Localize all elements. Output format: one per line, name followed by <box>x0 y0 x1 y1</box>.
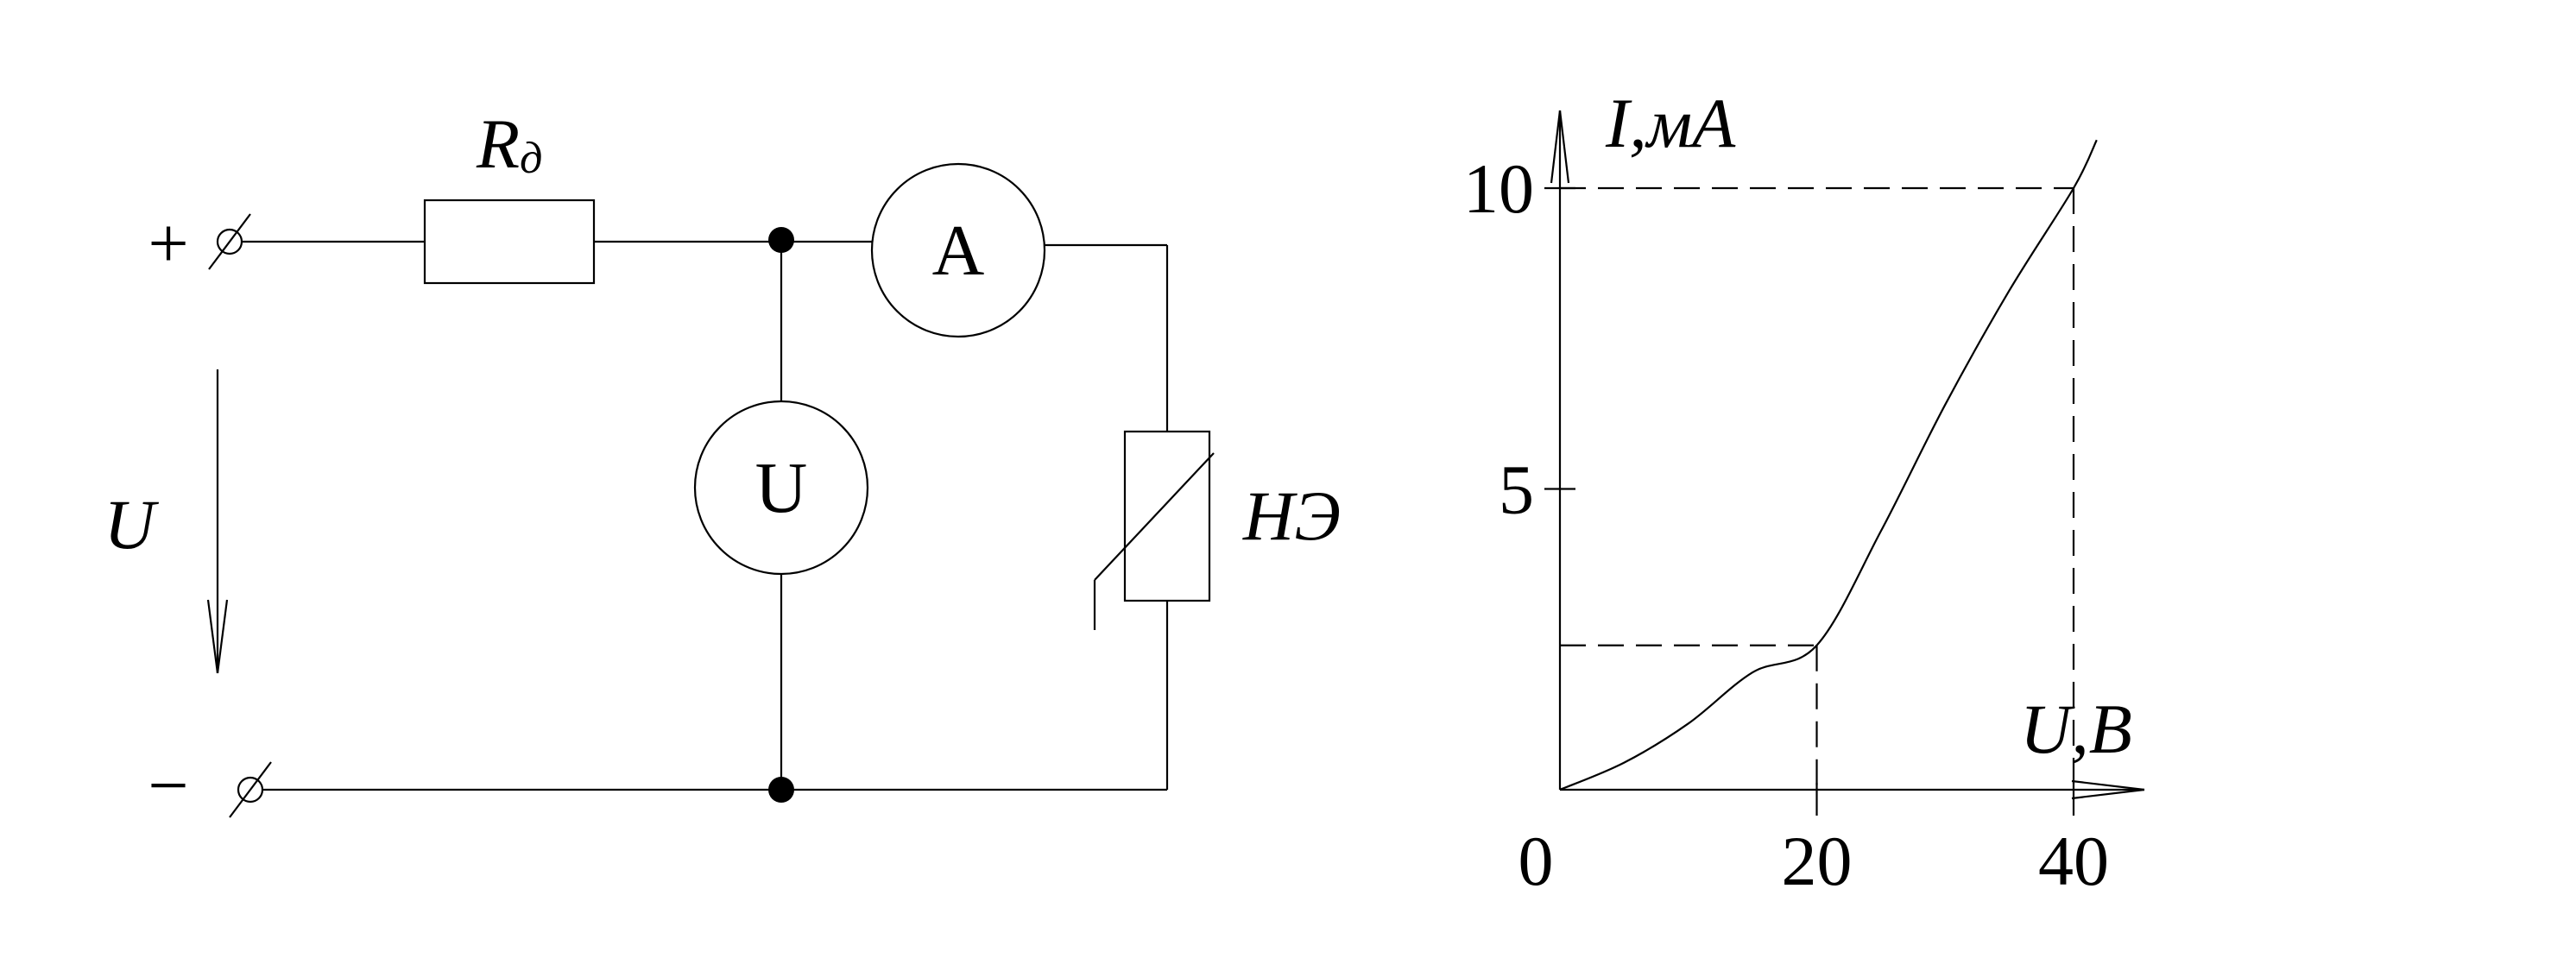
resistor <box>423 199 596 285</box>
ammeter-label: A <box>932 211 985 291</box>
resistor-label: Rд <box>476 104 542 183</box>
minus-sign: − <box>148 746 188 826</box>
voltage-arrow <box>206 369 229 674</box>
nonlinear-element <box>1123 430 1211 602</box>
top-wire <box>242 240 1167 247</box>
junction-dot-top <box>768 227 794 253</box>
x-axis <box>1560 779 2145 800</box>
x-tick-label: 40 <box>2038 822 2109 900</box>
iv-curve <box>1559 139 2098 791</box>
x-tick-label: 0 <box>1518 822 1554 900</box>
x-tick-label: 20 <box>1782 822 1853 900</box>
nonlinear-element-label: НЭ <box>1242 476 1341 555</box>
voltmeter-label: U <box>755 448 808 528</box>
plus-sign: + <box>148 204 188 284</box>
iv-chart: I,мА U,В 5 10 0 20 40 <box>1463 84 2145 900</box>
ammeter <box>870 162 1046 338</box>
y-axis <box>1550 110 1570 790</box>
source-voltage-label: U <box>104 485 159 564</box>
y-tick-label: 5 <box>1499 451 1534 529</box>
y-axis-label: I,мА <box>1605 84 1736 162</box>
y-tick-label: 10 <box>1463 149 1534 228</box>
circuit-diagram: + − Rд A U <box>104 104 1341 826</box>
x-axis-label: U,В <box>2020 690 2132 768</box>
nonlinear-mark-slash <box>1094 452 1215 581</box>
